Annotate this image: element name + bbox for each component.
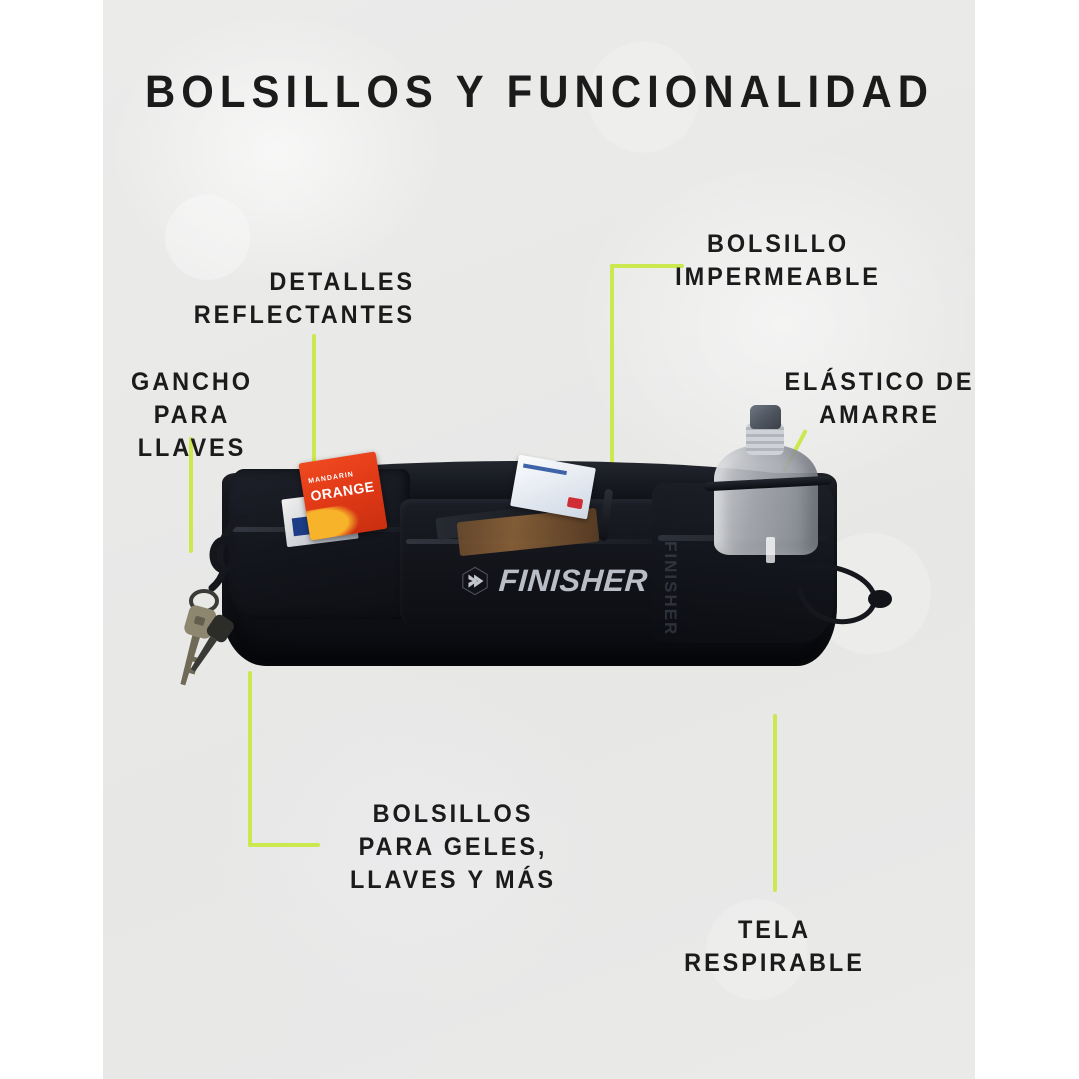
callout-label-tela-respirable: TELA RESPIRABLE bbox=[684, 916, 865, 977]
connector-line-detalles-reflectantes bbox=[312, 334, 316, 512]
page-title: BOLSILLOS Y FUNCIONALIDAD bbox=[145, 66, 934, 117]
product-soft-flask bbox=[714, 405, 818, 563]
flask-body bbox=[714, 445, 818, 563]
keys-bundle bbox=[180, 589, 234, 686]
brand-logo: FINISHER bbox=[460, 563, 649, 599]
chevron-hex-icon bbox=[462, 566, 488, 596]
pocket-item-gel-packet: MANDARIN ORANGE bbox=[298, 451, 388, 541]
brand-logo-text: FINISHER bbox=[497, 563, 649, 598]
callout-label-elastico-de-amarre: ELÁSTICO DE AMARRE bbox=[784, 368, 975, 429]
connector-line-bolsillos-geles-v bbox=[248, 671, 252, 847]
callout-label-gancho-para-llaves: GANCHO PARA LLAVES bbox=[131, 368, 253, 462]
key-carabiner-hook bbox=[208, 513, 250, 592]
belt-sleeve-brand-print: FINISHER bbox=[661, 541, 680, 637]
connector-line-gancho-para-llaves bbox=[189, 437, 193, 553]
flask-cap bbox=[750, 405, 781, 429]
connector-line-bolsillo-impermeable-h bbox=[610, 264, 684, 268]
connector-line-bolsillo-impermeable-v bbox=[610, 264, 614, 522]
callout-label-detalles-reflectantes: DETALLES REFLECTANTES bbox=[193, 268, 415, 329]
connector-line-tela-respirable bbox=[773, 714, 777, 892]
elastic-cord-loop bbox=[795, 563, 892, 625]
flask-highlight bbox=[766, 537, 775, 563]
product-running-belt: FINISHER MANDARIN ORANGE bbox=[180, 405, 892, 686]
callout-label-bolsillo-impermeable: BOLSILLO IMPERMEABLE bbox=[675, 230, 881, 291]
connector-line-bolsillos-geles-h bbox=[248, 843, 320, 847]
callout-label-bolsillos-para-geles: BOLSILLOS PARA GELES, LLAVES Y MÁS bbox=[349, 800, 557, 894]
